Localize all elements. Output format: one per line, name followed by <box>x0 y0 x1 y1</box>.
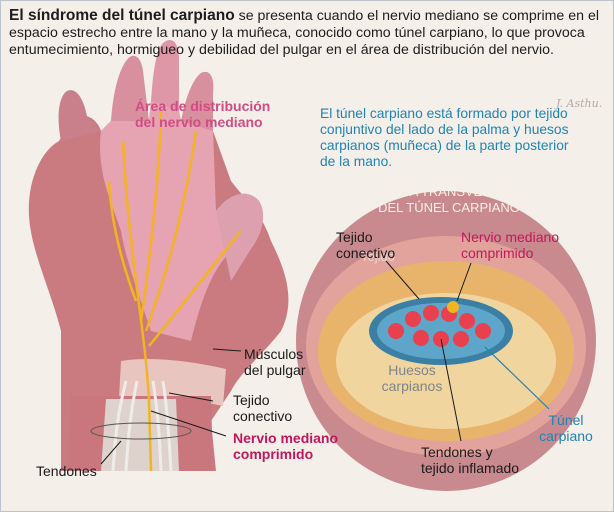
label-tendones-inflamado: Tendones y tejido inflamado <box>421 444 519 476</box>
label-musculos-pulgar: Músculos del pulgar <box>244 346 306 378</box>
median-nerve <box>447 301 459 313</box>
tunnel-description: El túnel carpiano está formado por tejid… <box>320 106 569 170</box>
label-huesos-carpianos: Huesos carpianos <box>372 362 452 394</box>
huesos-line-2: carpianos <box>372 378 452 394</box>
vista-line-1: VISTA TRANSVERSAL <box>361 184 537 200</box>
tejido-left-line-1: Tejido <box>233 392 292 408</box>
tendones-inflamado-line-2: tejido inflamado <box>421 460 519 476</box>
label-nervio-left: Nervio mediano comprimido <box>233 430 338 462</box>
tunnel-desc-line-1: El túnel carpiano está formado por tejid… <box>320 106 569 122</box>
label-area-distribution: Área de distribución del nervio mediano <box>135 98 270 130</box>
tunel-line-1: Túnel <box>531 412 601 428</box>
label-tejido-conectivo-left: Tejido conectivo <box>233 392 292 424</box>
label-area-line-2: del nervio mediano <box>135 114 270 130</box>
nervio-right-line-2: comprimido <box>461 245 559 261</box>
tejido-right-line-2: conectivo <box>336 245 395 261</box>
label-tejido-conectivo-right: Tejido conectivo <box>336 229 395 261</box>
tunel-line-2: carpiano <box>531 428 601 444</box>
label-tunel-carpiano: Túnel carpiano <box>531 412 601 444</box>
tunnel-desc-line-2: conjuntivo del lado de la palma y huesos <box>320 122 569 138</box>
tunnel-desc-line-4: de la mano. <box>320 154 569 170</box>
label-tendones: Tendones <box>36 463 97 479</box>
label-nervio-right: Nervio mediano comprimido <box>461 229 559 261</box>
musculos-line-2: del pulgar <box>244 362 306 378</box>
tunnel-desc-line-3: carpianos (muñeca) de la parte posterior <box>320 138 569 154</box>
label-cross-section-title: VISTA TRANSVERSAL DEL TÚNEL CARPIANO <box>361 184 537 216</box>
tejido-left-line-2: conectivo <box>233 408 292 424</box>
tejido-right-line-1: Tejido <box>336 229 395 245</box>
label-area-line-1: Área de distribución <box>135 98 270 114</box>
intro-title: El síndrome del túnel carpiano <box>9 7 235 24</box>
vista-line-2: DEL TÚNEL CARPIANO <box>361 200 537 216</box>
nervio-left-line-2: comprimido <box>233 446 338 462</box>
nervio-right-line-1: Nervio mediano <box>461 229 559 245</box>
tendones-inflamado-line-1: Tendones y <box>421 444 519 460</box>
huesos-line-1: Huesos <box>372 362 452 378</box>
intro-paragraph: El síndrome del túnel carpiano se presen… <box>9 7 607 59</box>
nervio-left-line-1: Nervio mediano <box>233 430 338 446</box>
musculos-line-1: Músculos <box>244 346 306 362</box>
